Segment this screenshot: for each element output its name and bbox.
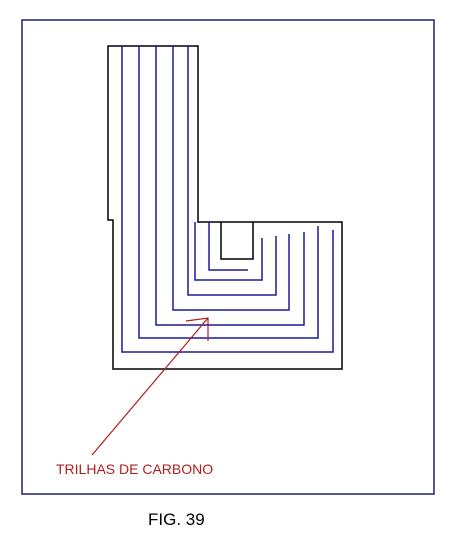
- board-notch: [220, 222, 254, 260]
- carbon-track-3: [155, 46, 305, 326]
- carbon-track-4: [172, 46, 290, 311]
- board-outline: [107, 45, 343, 370]
- carbon-tracks-diagram: TRILHAS DE CARBONO: [21, 19, 435, 495]
- carbon-track-5: [187, 46, 277, 296]
- figure-caption: FIG. 39: [148, 510, 205, 529]
- carbon-track-1: [121, 46, 334, 353]
- annotation-label: TRILHAS DE CARBONO: [56, 461, 213, 477]
- carbon-track-6: [194, 222, 263, 281]
- carbon-track-2: [138, 46, 319, 339]
- outer-frame: [21, 19, 435, 495]
- annotation-arrow: [91, 317, 209, 456]
- carbon-track-7: [208, 222, 248, 271]
- carbon-tracks: [121, 46, 334, 353]
